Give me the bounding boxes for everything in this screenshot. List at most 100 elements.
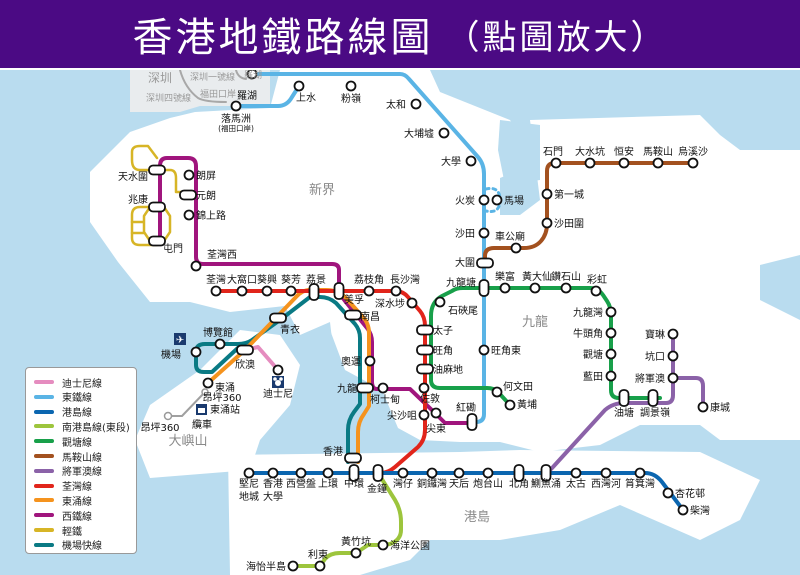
station-marker[interactable] — [504, 399, 516, 411]
station-label-fanling[interactable]: 粉嶺 — [341, 92, 361, 105]
station-marker[interactable] — [491, 386, 503, 398]
station-label-kamsheungroad[interactable]: 錦上路 — [196, 209, 226, 222]
station-marker[interactable] — [230, 100, 242, 112]
station-label-tsimshatsui[interactable]: 尖沙咀 — [387, 409, 417, 422]
station-label-hunghom[interactable]: 紅磡 — [456, 401, 476, 414]
cable-car-station-marker[interactable] — [201, 388, 209, 396]
station-label-fortresshill[interactable]: 炮台山 — [473, 477, 503, 490]
interchange-marker[interactable] — [148, 235, 166, 247]
station-label-maonshan[interactable]: 馬鞍山 — [643, 145, 673, 158]
station-label-saiyingpun[interactable]: 西營盤 — [286, 477, 316, 490]
station-label-choihung[interactable]: 彩虹 — [587, 274, 607, 286]
station-label-np_ngongping[interactable]: 昂坪360 — [140, 421, 179, 434]
station-marker[interactable] — [605, 370, 617, 382]
station-label-wongchukhang[interactable]: 黃竹坑 — [341, 535, 371, 548]
interchange-marker[interactable] — [179, 189, 197, 201]
station-marker[interactable] — [418, 382, 430, 394]
interchange-marker[interactable] — [333, 282, 345, 300]
station-label-meifoo[interactable]: 美孚 — [344, 293, 364, 306]
station-marker[interactable] — [662, 487, 674, 499]
station-marker[interactable] — [183, 169, 195, 181]
station-label-tuenmun[interactable]: 屯門 — [163, 242, 183, 255]
station-label-hku[interactable]: 香港大學 — [263, 479, 283, 503]
station-marker[interactable] — [667, 328, 679, 340]
station-label-oceanpark[interactable]: 海洋公園 — [390, 539, 430, 552]
station-marker[interactable] — [478, 194, 490, 206]
station-label-hanghau[interactable]: 坑口 — [645, 350, 665, 363]
station-label-siuhong[interactable]: 兆康 — [128, 193, 148, 206]
station-label-taiwai[interactable]: 大圍 — [455, 256, 475, 269]
station-marker[interactable] — [618, 157, 630, 169]
station-label-cheungshawan[interactable]: 長沙灣 — [390, 274, 420, 286]
interchange-marker[interactable] — [647, 389, 659, 407]
station-label-shatinwai[interactable]: 沙田圍 — [554, 218, 584, 230]
station-label-asiaworldexpo[interactable]: 博覽館 — [203, 326, 233, 339]
station-label-tungchung[interactable]: 東涌 — [215, 381, 235, 394]
station-label-shekkipmei[interactable]: 石硤尾 — [448, 305, 478, 317]
station-label-chaiwan[interactable]: 柴灣 — [690, 504, 710, 517]
interchange-marker[interactable] — [513, 464, 525, 482]
interchange-marker[interactable] — [476, 257, 494, 269]
station-label-airport[interactable]: 機場 — [161, 348, 181, 361]
station-marker[interactable] — [541, 188, 553, 200]
station-label-ngautaukok[interactable]: 牛頭角 — [573, 327, 603, 340]
station-label-racecourse[interactable]: 馬場 — [504, 194, 524, 207]
station-label-taiwo[interactable]: 太和 — [386, 98, 406, 111]
station-label-admiralty[interactable]: 金鐘 — [367, 482, 387, 495]
station-label-hengfachuen[interactable]: 杏花邨 — [675, 487, 705, 500]
station-marker[interactable] — [677, 504, 689, 516]
station-label-kowloon[interactable]: 九龍 — [337, 382, 357, 395]
station-label-sunnybay[interactable]: 欣澳 — [235, 358, 255, 371]
station-marker[interactable] — [667, 350, 679, 362]
cable-car-station-marker[interactable] — [163, 411, 173, 421]
station-label-causewaybay[interactable]: 銅鑼灣 — [417, 477, 447, 490]
station-label-lokfu[interactable]: 樂富 — [495, 270, 515, 283]
station-marker[interactable] — [418, 409, 430, 421]
station-marker[interactable] — [267, 467, 279, 479]
station-label-saiwanho[interactable]: 西灣河 — [591, 478, 621, 490]
station-label-southhorizons[interactable]: 海怡半島 — [246, 560, 286, 573]
station-marker[interactable] — [293, 80, 305, 92]
station-marker[interactable] — [363, 285, 375, 297]
station-label-shaukeiwan[interactable]: 筲箕灣 — [625, 477, 655, 490]
station-marker[interactable] — [190, 260, 202, 272]
interchange-marker[interactable] — [269, 312, 287, 324]
station-label-kowloonbay[interactable]: 九龍灣 — [573, 306, 603, 319]
station-marker[interactable] — [410, 98, 422, 110]
station-marker[interactable] — [287, 560, 299, 572]
station-label-polam[interactable]: 寶琳 — [645, 328, 665, 341]
station-label-tseungkwano[interactable]: 將軍澳 — [635, 372, 665, 385]
station-label-chekungtemple[interactable]: 車公廟 — [495, 230, 525, 243]
station-label-shamshuipo[interactable]: 深水埗 — [375, 297, 405, 310]
station-label-central[interactable]: 中環 — [344, 477, 364, 490]
station-label-taikoo[interactable]: 太古 — [566, 477, 586, 490]
station-marker[interactable] — [434, 296, 446, 308]
station-label-tsuenwanwest[interactable]: 荃灣西 — [207, 248, 237, 261]
station-label-tsingyi[interactable]: 青衣 — [280, 323, 300, 336]
station-marker[interactable] — [350, 547, 362, 559]
station-label-mongkok[interactable]: 旺角 — [433, 345, 453, 357]
station-label-sheungwan[interactable]: 上環 — [318, 478, 338, 490]
interchange-marker[interactable] — [148, 164, 166, 176]
interchange-marker[interactable] — [540, 464, 552, 482]
station-label-taishuihang[interactable]: 大水坑 — [575, 145, 605, 158]
station-marker[interactable] — [438, 127, 450, 139]
station-label-wanchai[interactable]: 灣仔 — [393, 478, 413, 490]
station-marker[interactable] — [430, 407, 442, 419]
station-marker[interactable] — [202, 377, 214, 389]
station-label-shatin[interactable]: 沙田 — [455, 228, 475, 240]
station-label-princeedward[interactable]: 太子 — [433, 324, 453, 337]
station-marker[interactable] — [295, 467, 307, 479]
station-label-lowu[interactable]: 羅湖 — [237, 90, 257, 102]
station-marker[interactable] — [605, 306, 617, 318]
station-marker[interactable] — [510, 242, 522, 254]
station-marker[interactable] — [272, 364, 284, 376]
station-marker[interactable] — [214, 338, 226, 350]
interchange-marker[interactable] — [344, 452, 362, 464]
interchange-marker[interactable] — [236, 344, 254, 356]
station-label-olympic[interactable]: 奧運 — [341, 355, 361, 368]
interchange-marker[interactable] — [416, 344, 434, 356]
station-marker[interactable] — [605, 327, 617, 339]
station-marker[interactable] — [482, 467, 494, 479]
station-marker[interactable] — [210, 285, 222, 297]
